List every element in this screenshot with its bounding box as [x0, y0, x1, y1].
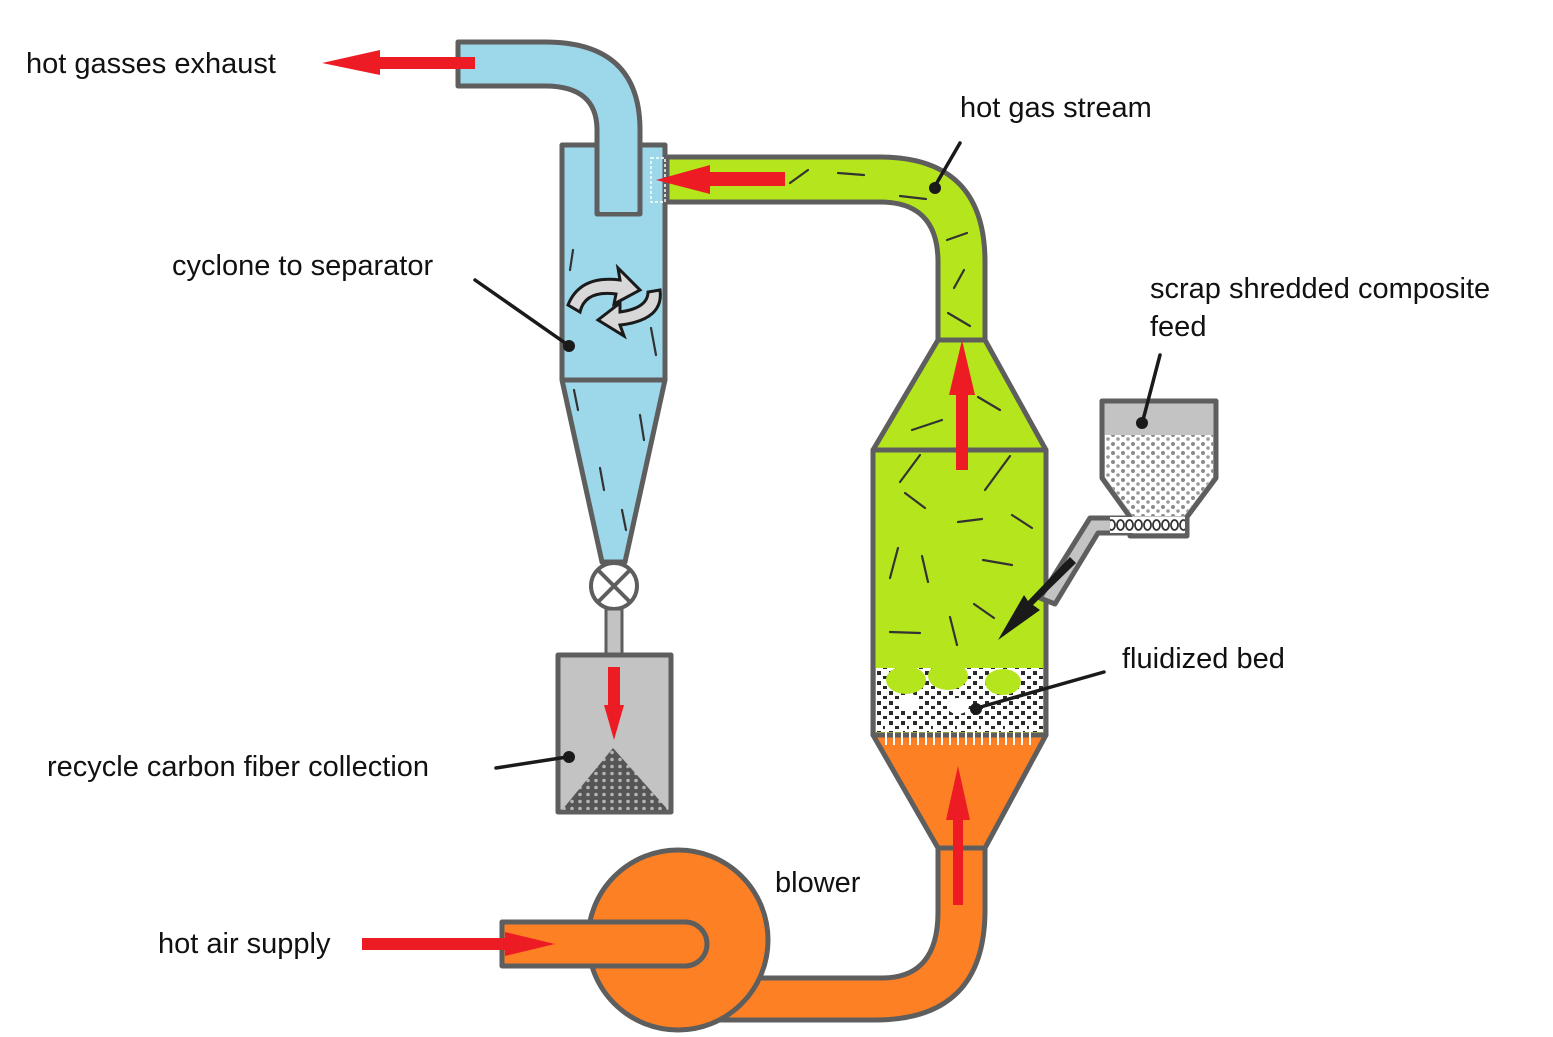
arrow-reactor-up	[949, 340, 975, 470]
arrow-plenum-up	[946, 766, 970, 905]
bubble	[947, 698, 969, 714]
arrow-feed	[998, 557, 1076, 640]
duct-fibers	[788, 168, 972, 328]
label-fluidized-bed: fluidized bed	[1122, 643, 1285, 675]
label-hot-gasses-exhaust: hot gasses exhaust	[26, 48, 276, 80]
blower-outlet-duct	[697, 845, 988, 1023]
arrow-exhaust	[322, 50, 475, 75]
cyclone	[455, 39, 668, 565]
bubble	[985, 669, 1021, 695]
fiber-pile	[562, 748, 668, 810]
label-blower: blower	[775, 867, 861, 899]
bubble	[928, 662, 968, 690]
swirl-icon	[566, 263, 662, 340]
blower-assembly	[499, 845, 988, 1033]
label-recycle-collection: recycle carbon fiber collection	[47, 751, 429, 783]
rotary-valve	[589, 561, 639, 659]
label-scrap-feed-line1: scrap shredded composite	[1150, 273, 1490, 305]
bubble	[900, 694, 920, 710]
label-hot-air-supply: hot air supply	[158, 928, 331, 960]
bubble	[886, 666, 926, 694]
label-cyclone-to-separator: cyclone to separator	[172, 250, 433, 282]
label-scrap-feed-line2: feed	[1150, 311, 1206, 343]
feed-hopper	[1037, 398, 1219, 607]
arrow-to-bin	[604, 667, 624, 740]
leader-lines	[473, 141, 1162, 770]
flow-arrows	[322, 50, 975, 956]
hot-gas-duct	[664, 154, 988, 343]
blower-inlet-duct	[499, 919, 710, 969]
distributor-plate	[885, 725, 1031, 745]
arrow-duct-to-cyclone	[656, 165, 785, 194]
arrow-hot-air	[362, 932, 555, 956]
label-hot-gas-stream: hot gas stream	[960, 92, 1152, 124]
